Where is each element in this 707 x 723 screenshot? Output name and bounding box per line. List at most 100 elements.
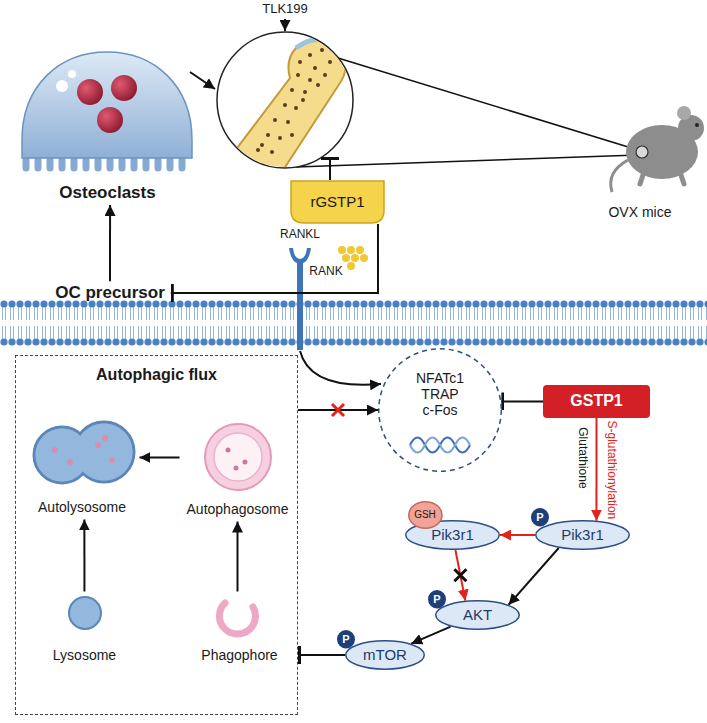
organelle: Autophagosome	[180, 420, 296, 522]
mouse-eye	[695, 123, 699, 127]
phospho-tag-shape	[429, 591, 446, 608]
cup-shape	[291, 181, 384, 223]
ligand-label: RANKL	[280, 228, 320, 242]
autophagosome-icon	[205, 424, 271, 490]
node-text: P	[433, 593, 440, 606]
protein-oval: Pik3r1GSH	[405, 520, 500, 550]
node-text: Osteoclasts	[59, 183, 155, 203]
node-text: Lysosome	[53, 647, 116, 663]
label-anchor: RANK	[309, 265, 342, 279]
connector	[298, 654, 345, 656]
protein-cup: rGSTP1	[290, 180, 385, 224]
connector	[83, 520, 85, 592]
phospho-tag-shape	[532, 509, 549, 526]
block-mark	[332, 404, 344, 416]
label-anchor: TLK199	[262, 2, 308, 17]
femur-bone	[228, 39, 346, 178]
node-text: rGSTP1	[310, 193, 364, 210]
dna-strand	[410, 438, 470, 453]
resorption-arrow	[190, 72, 215, 89]
label-anchor: S-glutathionylation	[604, 421, 618, 520]
protein-oval-shape	[346, 641, 425, 670]
phospho-tag-shape	[338, 631, 355, 648]
cell-nucleus	[97, 107, 123, 133]
osteoclast-cell	[22, 52, 192, 158]
dna-strand	[410, 438, 470, 453]
bone-pores	[250, 50, 330, 165]
receptor-label: RANK	[309, 265, 342, 279]
zoom-line	[296, 155, 638, 167]
connector	[109, 205, 111, 281]
nucleus-shape	[379, 349, 502, 472]
organelle: Phagophore	[190, 592, 290, 668]
inhibition-line	[329, 157, 331, 180]
cofactor-label: Glutathione	[575, 427, 589, 488]
node-text: Autophagosome	[187, 501, 289, 517]
pathway-panel: Autophagic fluxAutolysosome Autophagosome…	[15, 355, 298, 715]
edge-label: S-glutathionylation	[604, 421, 618, 520]
protein-oval: AKTP	[435, 600, 520, 630]
connector	[500, 534, 535, 536]
node-text: P	[536, 511, 543, 524]
cell-nucleus	[77, 79, 103, 105]
node-text: Autophagic flux	[96, 366, 217, 384]
connector	[595, 418, 597, 521]
signal-arrow	[300, 351, 381, 385]
node-text: AKT	[463, 606, 492, 623]
cargo	[55, 438, 112, 462]
protein-oval-shape	[536, 521, 630, 550]
connector	[509, 548, 559, 605]
node-text: Autolysosome	[38, 499, 126, 515]
drug-arrow	[284, 19, 286, 31]
femur	[228, 39, 346, 178]
gsh-tag: GSH	[408, 501, 443, 529]
protein-oval: mTORP	[345, 640, 425, 670]
connector	[140, 456, 180, 458]
organelle: Autolysosome	[25, 405, 140, 520]
node-text: GSTP1	[570, 392, 622, 410]
model-label: OVX mice	[608, 204, 671, 220]
protein-oval: Pik3r1P	[535, 520, 630, 550]
gsh-tag-shape	[408, 502, 441, 529]
block-mark	[454, 569, 466, 581]
cell-membrane	[0, 300, 707, 346]
node-text: Phagophore	[201, 647, 277, 663]
connector	[501, 400, 543, 402]
vacuole	[68, 70, 76, 78]
cartilage-cap	[296, 39, 340, 50]
connector	[171, 224, 378, 293]
enzyme-box: GSTP1	[543, 385, 650, 418]
autolysosome-icon	[76, 424, 133, 481]
vacuole	[56, 80, 68, 92]
node-text: c-Fos	[423, 402, 458, 418]
label-anchor: RANKL	[280, 228, 320, 242]
drug-label: TLK199	[262, 2, 308, 17]
connector	[237, 522, 239, 592]
node-text: Pik3r1	[561, 526, 604, 543]
node-text: mTOR	[363, 646, 407, 663]
phospho-tag: P	[531, 508, 549, 526]
connector	[411, 627, 450, 644]
node-text: NFATc1	[416, 370, 464, 386]
cell-nucleus	[111, 75, 137, 101]
mouse-ear	[677, 106, 691, 120]
label-anchor: Glutathione	[575, 427, 589, 488]
node-text: OC precursor	[55, 283, 165, 303]
protein-oval-shape	[436, 601, 520, 630]
cargo	[228, 450, 245, 468]
phospho-tag: P	[337, 630, 355, 648]
organelle: Lysosome	[40, 592, 130, 668]
phagophore-icon	[219, 603, 255, 634]
node-text: Pik3r1	[431, 526, 474, 543]
autophagosome-icon	[214, 433, 262, 481]
label-anchor: OVX mice	[608, 204, 671, 220]
nucleus: NFATc1TRAPc-Fos	[378, 348, 502, 472]
mouse-hip	[636, 146, 648, 158]
node-text: TRAP	[421, 386, 458, 402]
mouse-tail	[611, 160, 628, 192]
autolysosome-icon	[74, 422, 134, 482]
rank-receptor	[289, 248, 311, 350]
